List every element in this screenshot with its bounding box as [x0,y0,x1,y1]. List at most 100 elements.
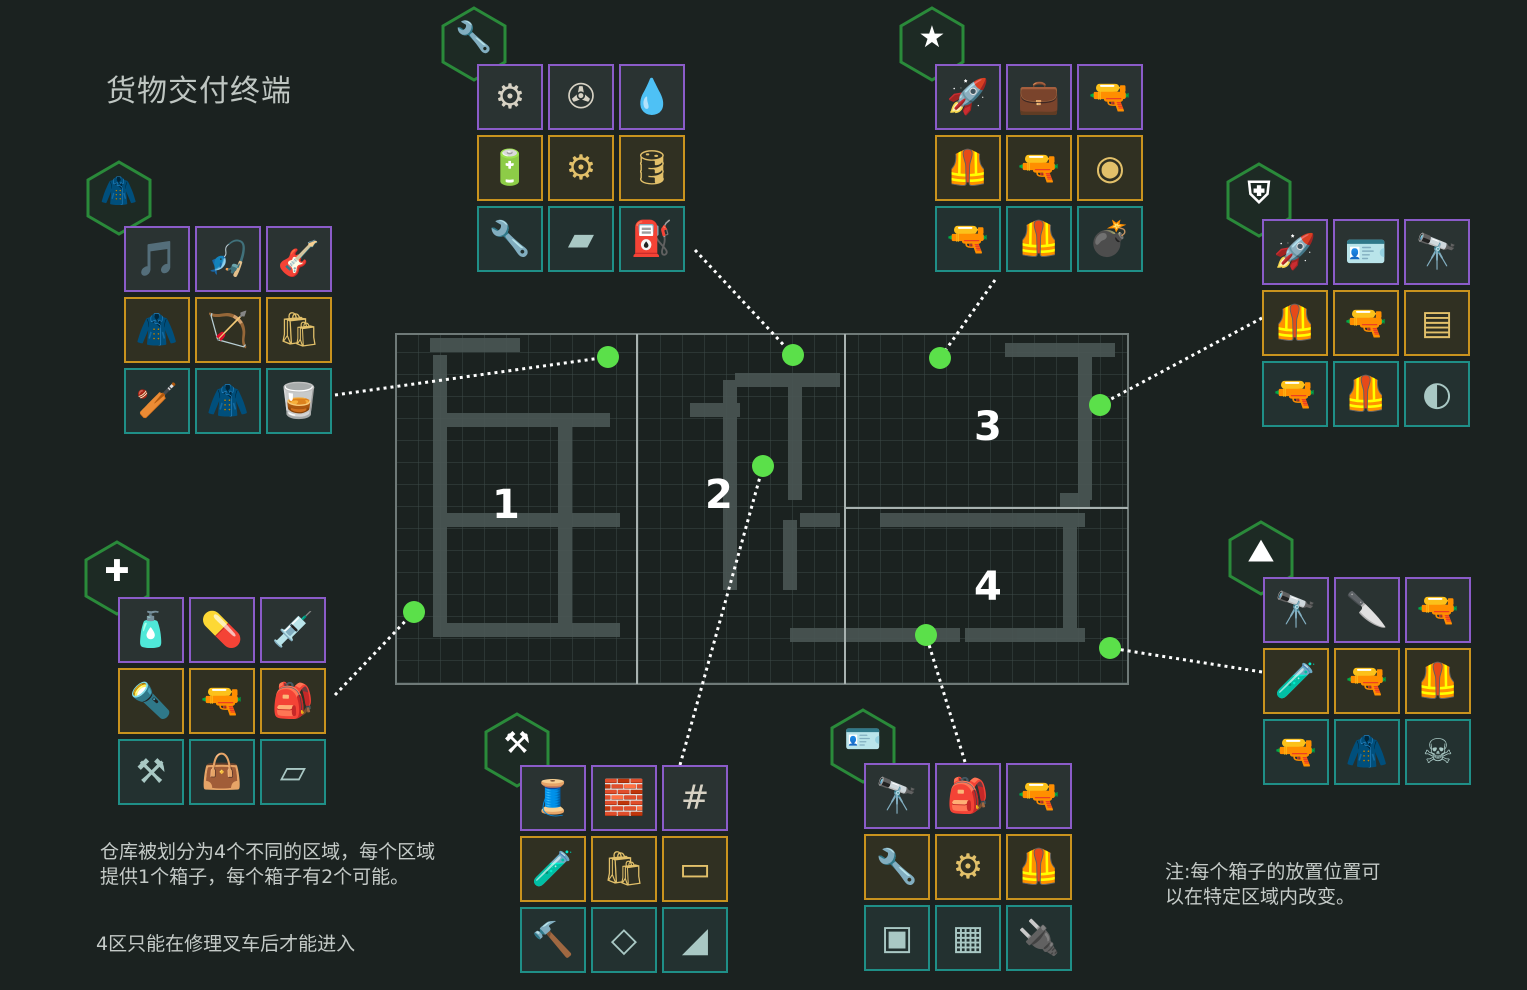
item-slot-syringe[interactable]: 💉 [260,597,326,663]
item-slot-shotgun[interactable]: 🔫 [1333,290,1399,356]
item-slot-pills[interactable]: 💊 [189,597,255,663]
item-slot-military-vest[interactable]: 🦺 [1006,206,1072,272]
item-slot-police-badge[interactable]: 🪪 [1333,219,1399,285]
item-slot-jerrycan[interactable]: ⛽ [619,206,685,272]
item-slot-engine-block[interactable]: ⚙ [548,135,614,201]
item-slot-yellow-armor[interactable]: 🦺 [1405,648,1471,714]
item-slot-body-armor[interactable]: 🦺 [935,135,1001,201]
item-slot-skull-pipe[interactable]: ☠ [1405,719,1471,785]
item-slot-night-vision[interactable]: 🔭 [1263,577,1329,643]
item-slot-glass-sheet[interactable]: ◇ [591,907,657,973]
bandage-icon: ▱ [279,752,307,792]
item-slot-assault-rifle[interactable]: 🔫 [1077,64,1143,130]
item-slot-circuit-board[interactable]: ▣ [864,905,930,971]
item-slot-smg[interactable]: 🔫 [1262,361,1328,427]
item-slot-guitar[interactable]: 🎸 [266,226,332,292]
item-slot-landmine[interactable]: ◉ [1077,135,1143,201]
item-slot-crossbow[interactable]: 🏹 [195,297,261,363]
zone-label-1: 1 [492,482,520,528]
connectors [333,248,1263,766]
item-slot-fuel-tank[interactable]: 💧 [619,64,685,130]
wrench-icon: 🔧 [488,219,532,259]
marker-zone2-b [752,455,774,477]
item-slot-leather-jacket[interactable]: 🧥 [124,297,190,363]
item-slot-flashlight[interactable]: 🔦 [118,668,184,734]
item-slot-yellow-jacket[interactable]: 🧥 [1334,719,1400,785]
item-slot-microchip[interactable]: ▦ [935,905,1001,971]
fishing-rod-icon: 🎣 [206,239,250,279]
revolver-icon: 🔫 [200,681,244,721]
item-slot-electric-motor[interactable]: ⚙ [935,834,1001,900]
item-slot-tactical-vest[interactable]: 🦺 [1262,290,1328,356]
item-slot-medkit-bag[interactable]: 💼 [1006,64,1072,130]
item-slot-sniper-rifle[interactable]: 🔭 [1404,219,1470,285]
item-slot-copper-wire[interactable]: 🧵 [520,765,586,831]
item-slot-riot-visor[interactable]: ◐ [1404,361,1470,427]
item-slot-knife[interactable]: 🔪 [1334,577,1400,643]
item-slot-backpack[interactable]: 🎒 [260,668,326,734]
police-item-grid: 🚀🪪🔭🦺🔫▤🔫🦺◐ [1262,219,1470,427]
shotgun-icon: 🔫 [1344,303,1388,343]
item-slot-brick[interactable]: 🧱 [591,765,657,831]
item-slot-vinyl-record[interactable]: 🎵 [124,226,190,292]
item-slot-hunting-rifle[interactable]: 🔫 [1006,763,1072,829]
dog-food-bag-icon: 🛍 [277,310,321,350]
item-slot-glue-bottles[interactable]: 🧪 [520,836,586,902]
whiskey-bottle-icon: 🥃 [277,381,321,421]
metal-sheet-icon: ▭ [678,849,712,889]
id-card-icon: 🪪 [844,722,882,757]
item-slot-steel-beam[interactable]: ◢ [662,907,728,973]
item-slot-cement-bag[interactable]: 🛍 [591,836,657,902]
item-slot-revolver[interactable]: 🔫 [189,668,255,734]
item-slot-rebar-mesh[interactable]: # [662,765,728,831]
item-slot-tarp[interactable]: ▰ [548,206,614,272]
item-slot-gold-rifle[interactable]: 🔫 [1263,719,1329,785]
landmine-icon: ◉ [1095,148,1125,188]
item-slot-capacitors[interactable]: 🔌 [1006,905,1072,971]
item-slot-chemical-canister[interactable]: 🧪 [1263,648,1329,714]
electric-motor-icon: ⚙ [952,847,984,887]
tools-item-grid: 🧵🧱# 🧪🛍 ▭ 🔨◇ ◢ [520,765,728,973]
crossbow-icon: 🏹 [206,310,250,350]
item-slot-baseball-bat[interactable]: 🏏 [124,368,190,434]
item-slot-police-armor[interactable]: 🦺 [1333,361,1399,427]
syringe-icon: 💉 [271,610,315,650]
item-slot-tool-kit[interactable]: 🔧 [864,834,930,900]
car-battery-icon: 🔋 [488,148,532,188]
item-slot-combat-vest[interactable]: 🦺 [1006,834,1072,900]
item-slot-bazooka[interactable]: 🚀 [1262,219,1328,285]
item-slot-medicine-bottle[interactable]: 🧴 [118,597,184,663]
item-slot-first-aid-bag[interactable]: 👜 [189,739,255,805]
item-slot-golden-rifle[interactable]: 🔫 [1405,577,1471,643]
faction-logo-icon: ⛰ [1248,534,1274,569]
item-slot-crowbar[interactable]: ⚒ [118,739,184,805]
item-slot-fishing-rod[interactable]: 🎣 [195,226,261,292]
item-slot-whiskey-bottle[interactable]: 🥃 [266,368,332,434]
item-slot-bandage[interactable]: ▱ [260,739,326,805]
item-slot-armor-plate[interactable]: ▤ [1404,290,1470,356]
item-slot-scope[interactable]: 🔭 [864,763,930,829]
item-slot-wrench[interactable]: 🔧 [477,206,543,272]
item-slot-shock-absorber[interactable]: ⚙ [477,64,543,130]
zone-description-line1: 仓库被划分为4个不同的区域，每个区域 [100,841,436,863]
item-slot-motor-oil[interactable]: 🛢 [619,135,685,201]
item-slot-ak-rifle[interactable]: 🔫 [935,206,1001,272]
item-slot-hammer[interactable]: 🔨 [520,907,586,973]
propeller-icon: ✇ [566,77,596,117]
item-slot-propeller[interactable]: ✇ [548,64,614,130]
item-slot-golden-shotgun[interactable]: 🔫 [1334,648,1400,714]
item-slot-rocket-launcher[interactable]: 🚀 [935,64,1001,130]
steel-beam-icon: ◢ [681,920,709,960]
item-slot-bomber-jacket[interactable]: 🧥 [195,368,261,434]
police-badge-icon: ⛨ [1247,176,1271,211]
wrench-icon: 🔧 [455,20,493,55]
item-slot-grenade[interactable]: 💣 [1077,206,1143,272]
item-slot-rifle[interactable]: 🔫 [1006,135,1072,201]
backpack-icon: 🎒 [271,681,315,721]
tool-kit-icon: 🔧 [875,847,919,887]
item-slot-dog-food-bag[interactable]: 🛍 [266,297,332,363]
item-slot-metal-sheet[interactable]: ▭ [662,836,728,902]
item-slot-tactical-backpack[interactable]: 🎒 [935,763,1001,829]
marker-zone4-a [915,624,937,646]
item-slot-car-battery[interactable]: 🔋 [477,135,543,201]
